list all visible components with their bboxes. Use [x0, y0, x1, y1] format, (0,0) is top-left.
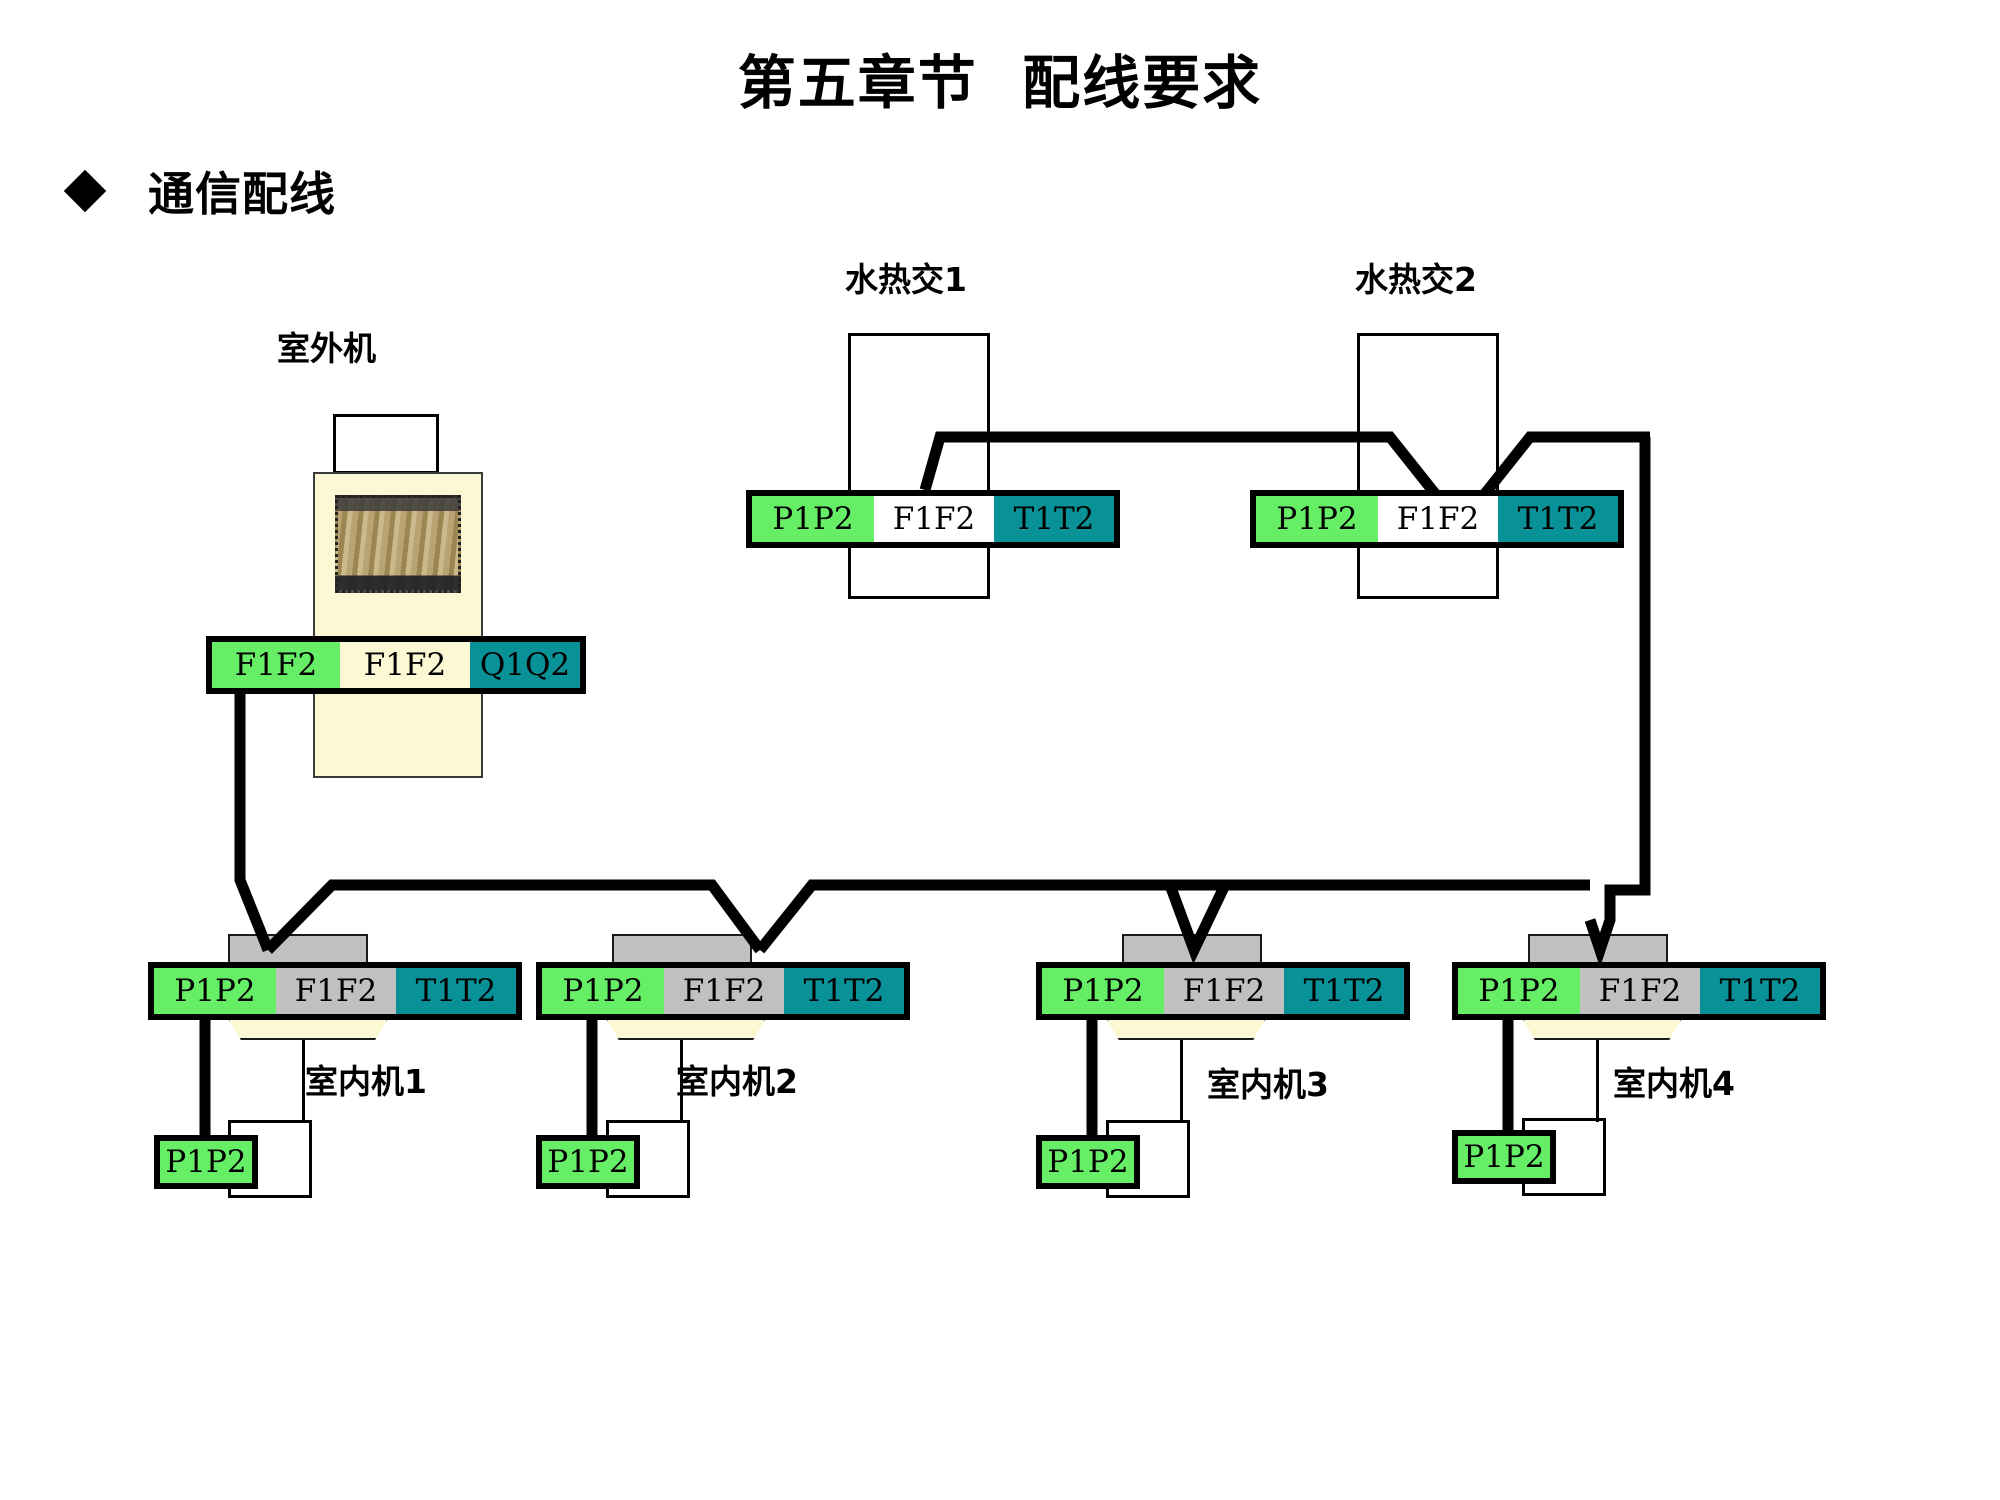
indoor2-terminal-block[interactable]: P1P2 F1F2 T1T2 — [536, 962, 910, 1020]
indoor2-remote-lead — [680, 1040, 683, 1122]
indoor2-remote-controller[interactable]: P1P2 — [536, 1135, 640, 1189]
indoor1-terminal-p1p2[interactable]: P1P2 — [154, 968, 276, 1014]
indoor3-terminal-t1t2[interactable]: T1T2 — [1284, 968, 1404, 1014]
heat-exchanger-2-outline — [1357, 333, 1499, 599]
indoor-unit-4-caption: 室内机4 — [1613, 1064, 1735, 1103]
indoor2-terminal-t1t2[interactable]: T1T2 — [784, 968, 904, 1014]
indoor1-terminal-t1t2[interactable]: T1T2 — [396, 968, 516, 1014]
indoor2-terminal-f1f2[interactable]: F1F2 — [664, 968, 784, 1014]
indoor1-remote-lead — [302, 1040, 305, 1122]
hx2-terminal-p1p2[interactable]: P1P2 — [1256, 496, 1378, 542]
outdoor-unit-caption: 室外机 — [277, 329, 376, 368]
section-heading-label: 通信配线 — [148, 167, 336, 221]
indoor1-cream-base — [228, 1018, 388, 1040]
indoor-unit-3-caption: 室内机3 — [1207, 1065, 1329, 1104]
indoor2-cream-base — [606, 1018, 766, 1040]
hx1-terminal-p1p2[interactable]: P1P2 — [752, 496, 874, 542]
indoor1-remote-controller[interactable]: P1P2 — [154, 1135, 258, 1189]
hx1-terminal-t1t2[interactable]: T1T2 — [994, 496, 1114, 542]
hx1-terminal-f1f2[interactable]: F1F2 — [874, 496, 994, 542]
indoor3-cream-base — [1106, 1018, 1266, 1040]
indoor3-remote-controller[interactable]: P1P2 — [1036, 1135, 1140, 1189]
outdoor-terminal-f1f2-green[interactable]: F1F2 — [212, 642, 340, 688]
diamond-bullet-icon — [63, 169, 107, 213]
indoor-unit-2-caption: 室内机2 — [676, 1062, 798, 1101]
indoor4-remote-lead — [1596, 1040, 1599, 1122]
indoor4-terminal-block[interactable]: P1P2 F1F2 T1T2 — [1452, 962, 1826, 1020]
indoor2-terminal-p1p2[interactable]: P1P2 — [542, 968, 664, 1014]
indoor3-terminal-block[interactable]: P1P2 F1F2 T1T2 — [1036, 962, 1410, 1020]
outdoor-unit-top-box — [333, 414, 439, 474]
hx2-terminal-block[interactable]: P1P2 F1F2 T1T2 — [1250, 490, 1624, 548]
indoor3-remote-lead — [1180, 1040, 1183, 1122]
hx1-terminal-block[interactable]: P1P2 F1F2 T1T2 — [746, 490, 1120, 548]
indoor3-terminal-p1p2[interactable]: P1P2 — [1042, 968, 1164, 1014]
indoor1-terminal-f1f2[interactable]: F1F2 — [276, 968, 396, 1014]
page-title: 第五章节 配线要求 — [737, 49, 1263, 117]
hx2-terminal-f1f2[interactable]: F1F2 — [1378, 496, 1498, 542]
indoor4-cream-base — [1522, 1018, 1682, 1040]
outdoor-terminal-q1q2-teal[interactable]: Q1Q2 — [470, 642, 580, 688]
heat-exchanger-1-outline — [848, 333, 990, 599]
indoor4-terminal-p1p2[interactable]: P1P2 — [1458, 968, 1580, 1014]
indoor4-remote-controller[interactable]: P1P2 — [1452, 1130, 1556, 1184]
outdoor-pcb-photo — [335, 495, 461, 593]
indoor4-terminal-t1t2[interactable]: T1T2 — [1700, 968, 1820, 1014]
wire-bus-idu2-idu3 — [755, 879, 1420, 954]
wire-outdoor-to-indoor-bus — [234, 694, 274, 953]
outdoor-terminal-f1f2-cream[interactable]: F1F2 — [340, 642, 470, 688]
hx2-terminal-t1t2[interactable]: T1T2 — [1498, 496, 1618, 542]
heat-exchanger-2-caption: 水热交2 — [1355, 260, 1477, 299]
heat-exchanger-1-caption: 水热交1 — [845, 260, 967, 299]
outdoor-terminal-block[interactable]: F1F2 F1F2 Q1Q2 — [206, 636, 586, 694]
indoor1-terminal-block[interactable]: P1P2 F1F2 T1T2 — [148, 962, 522, 1020]
indoor-unit-1-caption: 室内机1 — [305, 1062, 427, 1101]
indoor4-terminal-f1f2[interactable]: F1F2 — [1580, 968, 1700, 1014]
indoor3-terminal-f1f2[interactable]: F1F2 — [1164, 968, 1284, 1014]
section-heading: 通信配线 — [63, 158, 336, 224]
